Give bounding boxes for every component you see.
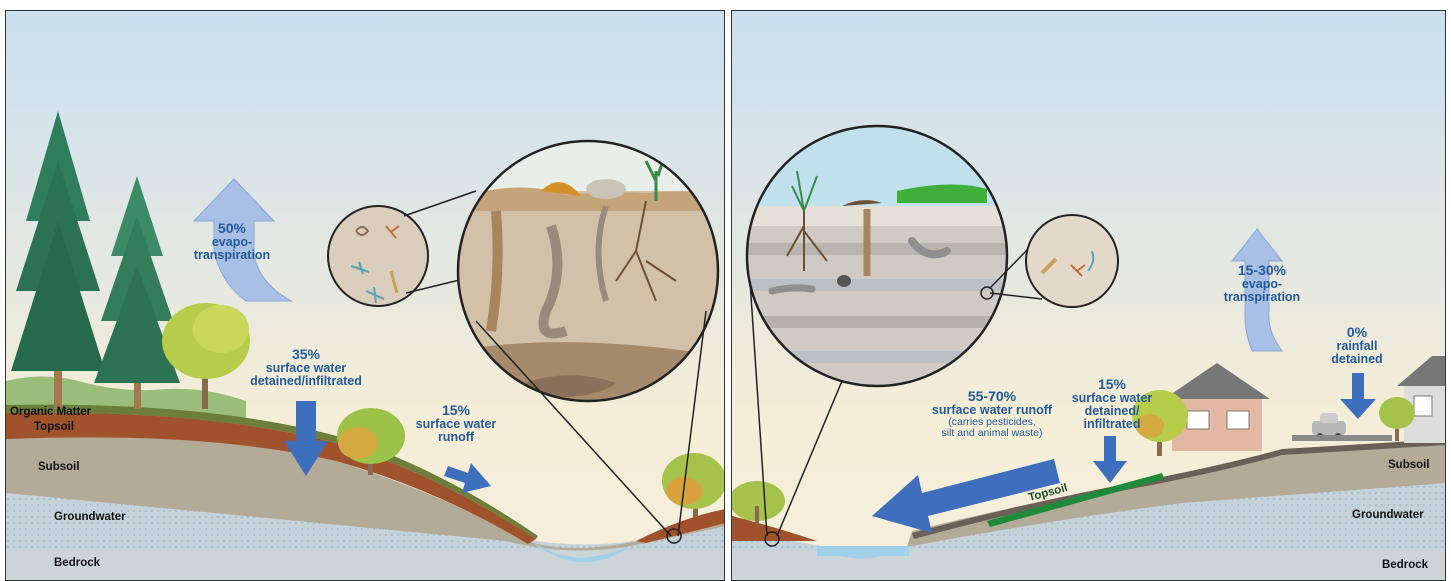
topsoil-label: Topsoil — [34, 421, 74, 433]
pavement — [1292, 435, 1392, 441]
detained-label: 35% surface water detained/infiltrated — [236, 347, 376, 388]
rainfall-label: 0% rainfall detained — [1322, 325, 1392, 366]
bedrock-label: Bedrock — [54, 557, 100, 569]
runoff-label: 55-70% surface water runoff (carries pes… — [912, 389, 1072, 440]
subsoil-label: Subsoil — [38, 461, 80, 473]
forest-illustration — [6, 11, 725, 581]
groundwater-label: Groundwater — [1352, 509, 1424, 521]
evapotranspiration-label: 15-30% evapo- transpiration — [1212, 263, 1312, 304]
organic-matter-label: Organic Matter — [10, 406, 91, 418]
runoff-label: 15% surface water runoff — [406, 403, 506, 444]
stream-bed — [817, 546, 909, 556]
bedrock-layer — [6, 551, 725, 581]
groundwater-label: Groundwater — [54, 511, 126, 523]
subsoil-label: Subsoil — [1388, 459, 1430, 471]
bedrock-label: Bedrock — [1382, 559, 1428, 571]
urban-illustration — [732, 11, 1446, 581]
soil-microbe-magnifier — [1026, 215, 1118, 307]
urban-panel: 15-30% evapo- transpiration 0% rainfall … — [731, 10, 1446, 581]
evapotranspiration-label: 50% evapo- transpiration — [192, 221, 272, 262]
compacted-soil-cross-section — [747, 126, 1007, 386]
forest-panel: 50% evapo- transpiration 35% surface wat… — [5, 10, 725, 581]
